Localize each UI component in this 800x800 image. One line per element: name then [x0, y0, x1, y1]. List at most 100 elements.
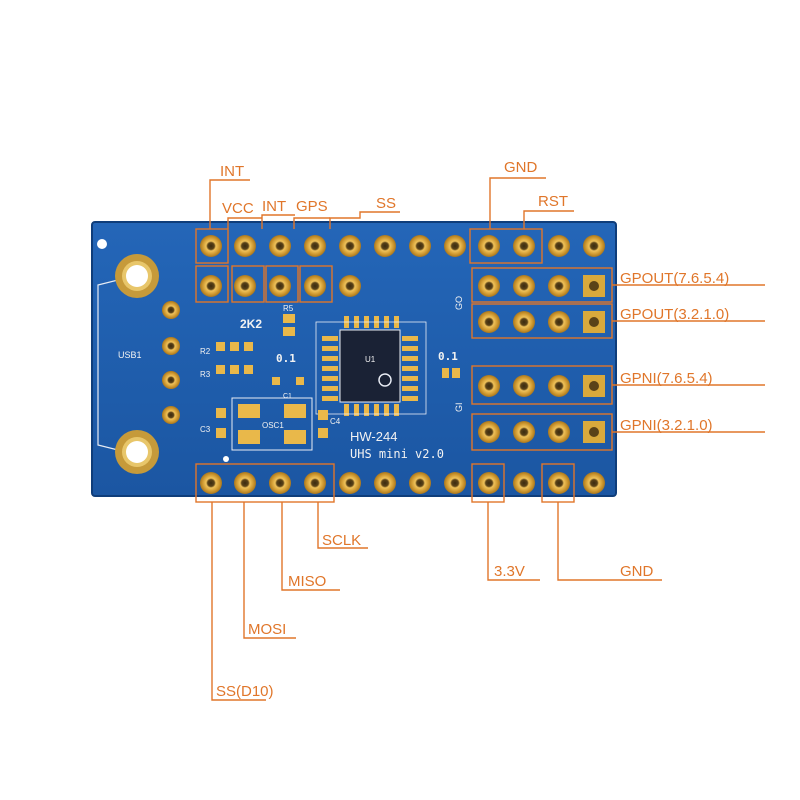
chip-pin-17 [354, 404, 359, 416]
leader-lines [209, 177, 765, 701]
pad-gp-3-0 [478, 421, 500, 443]
pad-bottom-4 [339, 472, 361, 494]
pad-top-8 [478, 235, 500, 257]
usb-pads [162, 301, 180, 424]
pad-top-4 [339, 235, 361, 257]
pad-gp-3-1 [513, 421, 535, 443]
pad-row2-2 [269, 275, 291, 297]
chip-outline [315, 321, 427, 415]
osc-label: OSC1 [262, 421, 284, 430]
pad-bottom-6 [409, 472, 431, 494]
label-sclk: SCLK [322, 532, 361, 549]
chip-pin-4 [322, 356, 338, 361]
pad-gp-0-0 [478, 275, 500, 297]
label-miso: MISO [288, 573, 326, 590]
smd-components [216, 314, 460, 438]
chip-pin-12 [322, 396, 338, 401]
pad-top-9 [513, 235, 535, 257]
pad-gp-2-2 [548, 375, 570, 397]
chip-pin-9 [402, 376, 418, 381]
silk-gi: GI [454, 402, 464, 412]
silk-01-right: 0.1 [438, 350, 458, 363]
silk-c4: C4 [330, 417, 341, 426]
pad-top-10 [548, 235, 570, 257]
chip-pin-25 [394, 404, 399, 416]
pad-bottom-5 [374, 472, 396, 494]
pad-row2-3 [304, 275, 326, 297]
label-gnd-top: GND [504, 159, 538, 176]
pad-gp-2-1 [513, 375, 535, 397]
pad-top-2 [269, 235, 291, 257]
pad-row2-0 [200, 275, 222, 297]
label-gpout-hi: GPOUT(7.6.5.4) [620, 270, 729, 287]
oscillator-osc1: OSC1 [231, 397, 313, 451]
pad-row2-4 [339, 275, 361, 297]
label-rst: RST [538, 193, 568, 210]
chip-u1: U1 [339, 329, 401, 403]
silk-c1: C1 [283, 393, 292, 400]
pad-gp-1-1 [513, 311, 535, 333]
chip-pin-13 [402, 396, 418, 401]
pin1-marker [223, 456, 229, 462]
label-gpout-lo: GPOUT(3.2.1.0) [620, 306, 729, 323]
chip-pin-11 [402, 386, 418, 391]
chip-pin-6 [322, 366, 338, 371]
label-ss-d10: SS(D10) [216, 683, 274, 700]
pad-top-1 [234, 235, 256, 257]
label-gps: GPS [296, 198, 328, 215]
label-mosi: MOSI [248, 621, 286, 638]
silk-r5: R5 [283, 304, 294, 313]
chip-pin-23 [384, 404, 389, 416]
header-pads [200, 235, 605, 494]
silk-c3: C3 [200, 425, 211, 434]
usb-label: USB1 [118, 350, 142, 360]
pad-top-7 [444, 235, 466, 257]
chip-pin-3 [402, 346, 418, 351]
board-version: UHS mini v2.0 [350, 447, 444, 461]
label-ss-top: SS [376, 195, 396, 212]
pad-bottom-8 [478, 472, 500, 494]
chip-pin-5 [402, 356, 418, 361]
u1-label: U1 [365, 355, 376, 364]
pad-bottom-2 [269, 472, 291, 494]
silk-01-left: 0.1 [276, 352, 296, 365]
pad-gp-0-2 [548, 275, 570, 297]
chip-pin-7 [402, 366, 418, 371]
pad-bottom-9 [513, 472, 535, 494]
mounting-hole-bottom [115, 430, 159, 474]
chip-pin-19 [364, 404, 369, 416]
label-gpin-hi: GPNI(7.6.5.4) [620, 370, 713, 387]
label-vcc: VCC [222, 200, 254, 217]
chip-pin-1 [402, 336, 418, 341]
chip-pin-2 [322, 346, 338, 351]
pad-top-6 [409, 235, 431, 257]
pad-top-3 [304, 235, 326, 257]
silk-2k2: 2K2 [240, 317, 262, 331]
chip-pin-10 [322, 386, 338, 391]
pad-row2-1 [234, 275, 256, 297]
board-model: HW-244 [350, 429, 397, 444]
pad-gp-1-2 [548, 311, 570, 333]
pad-bottom-11 [583, 472, 605, 494]
label-gpin-lo: GPNI(3.2.1.0) [620, 417, 713, 434]
pad-top-0 [200, 235, 222, 257]
chip-pin-8 [322, 376, 338, 381]
pad-gp-2-3-hole [589, 381, 599, 391]
chip-pin-21 [374, 404, 379, 416]
chip-pin-0 [322, 336, 338, 341]
pad-bottom-7 [444, 472, 466, 494]
pad-bottom-0 [200, 472, 222, 494]
pad-top-11 [583, 235, 605, 257]
label-int-top: INT [220, 163, 244, 180]
pad-bottom-3 [304, 472, 326, 494]
label-gnd-bottom: GND [620, 563, 654, 580]
chip-pin-15 [344, 404, 349, 416]
silk-r3: R3 [200, 370, 211, 379]
mounting-hole-top [115, 254, 159, 298]
pad-bottom-1 [234, 472, 256, 494]
pad-gp-0-1 [513, 275, 535, 297]
label-3v3: 3.3V [494, 563, 525, 580]
pad-gp-2-0 [478, 375, 500, 397]
